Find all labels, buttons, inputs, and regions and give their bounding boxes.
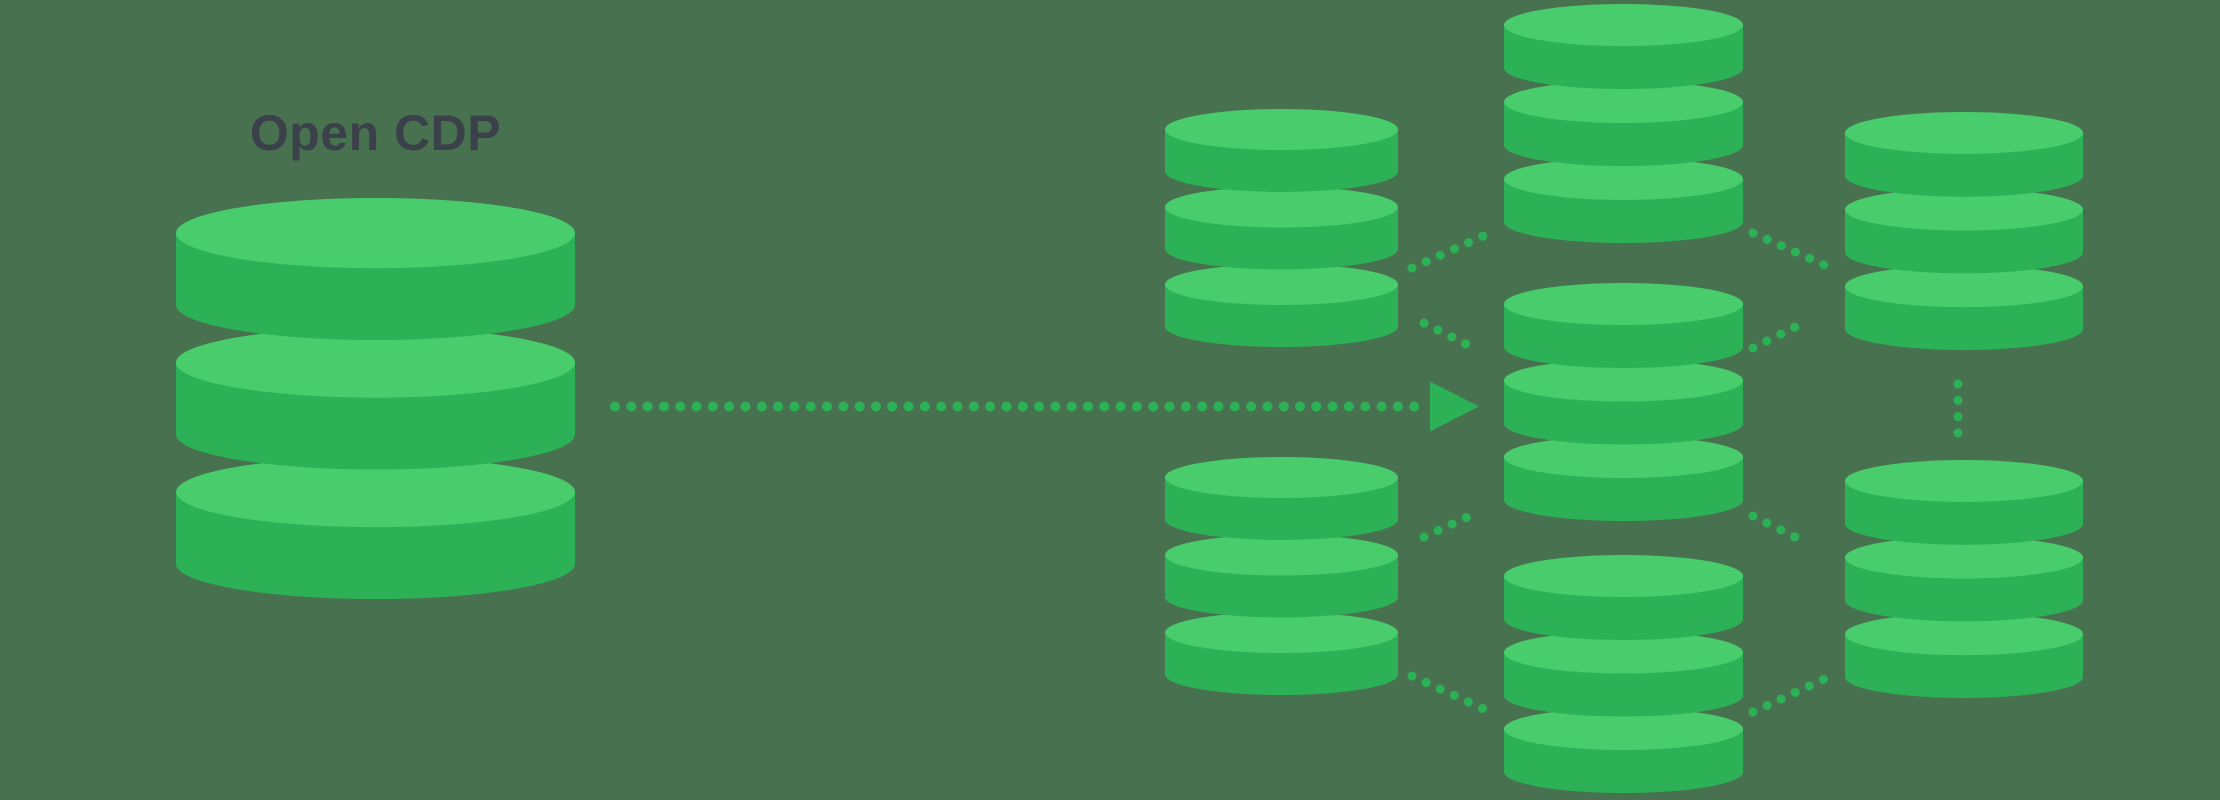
- db-stack-shard-bottom-middle: [1504, 555, 1743, 794]
- disk-top: [176, 198, 575, 269]
- connector-link-middle-bottomright: [1748, 511, 1808, 546]
- db-stack-shard-middle: [1504, 283, 1743, 521]
- disk-top: [1165, 186, 1398, 228]
- db-stack-shard-bottom-right: [1845, 460, 2083, 699]
- disk-top: [1845, 613, 2083, 656]
- connector-link-bottomleft-bottommiddle: [1407, 671, 1495, 717]
- disk-top: [1165, 534, 1398, 576]
- connector-link-bottommiddle-bottomright: [1748, 671, 1836, 717]
- disk-top: [1504, 435, 1743, 478]
- connector-link-middle-topright: [1748, 318, 1808, 353]
- connector-link-topleft-middle: [1419, 318, 1479, 353]
- disk-top: [1845, 112, 2083, 154]
- disk-top: [1845, 536, 2083, 579]
- disk-top: [1504, 359, 1743, 402]
- disk-top: [1165, 109, 1398, 151]
- disk-top: [1504, 283, 1743, 326]
- disk-top: [1504, 157, 1743, 200]
- disk-top: [1504, 707, 1743, 750]
- disk-top: [176, 327, 575, 398]
- source-db-label: Open CDP: [249, 105, 502, 161]
- disk-top: [1504, 4, 1743, 47]
- flow-arrow-head-icon: [1430, 381, 1479, 432]
- disk-top: [1504, 631, 1743, 674]
- disk-top: [1845, 188, 2083, 231]
- disk-top: [1845, 460, 2083, 502]
- db-stack-shard-top-left: [1165, 109, 1398, 347]
- db-stack-shard-bottom-left: [1165, 457, 1398, 695]
- disk-top: [1504, 555, 1743, 598]
- disk-top: [176, 456, 575, 528]
- db-stack-open-cdp-database: [176, 198, 575, 599]
- disk-top: [1165, 264, 1398, 306]
- disk-top: [1504, 80, 1743, 124]
- disk-top: [1845, 265, 2083, 308]
- connector-link-bottomleft-middle: [1419, 509, 1479, 542]
- connector-link-topmiddle-topright: [1748, 228, 1836, 273]
- db-stack-shard-top-right: [1845, 112, 2083, 350]
- disk-top: [1165, 612, 1398, 654]
- db-stack-shard-top-middle: [1504, 4, 1743, 243]
- disk-top: [1165, 457, 1398, 499]
- connector-link-topleft-topmiddle: [1407, 228, 1495, 273]
